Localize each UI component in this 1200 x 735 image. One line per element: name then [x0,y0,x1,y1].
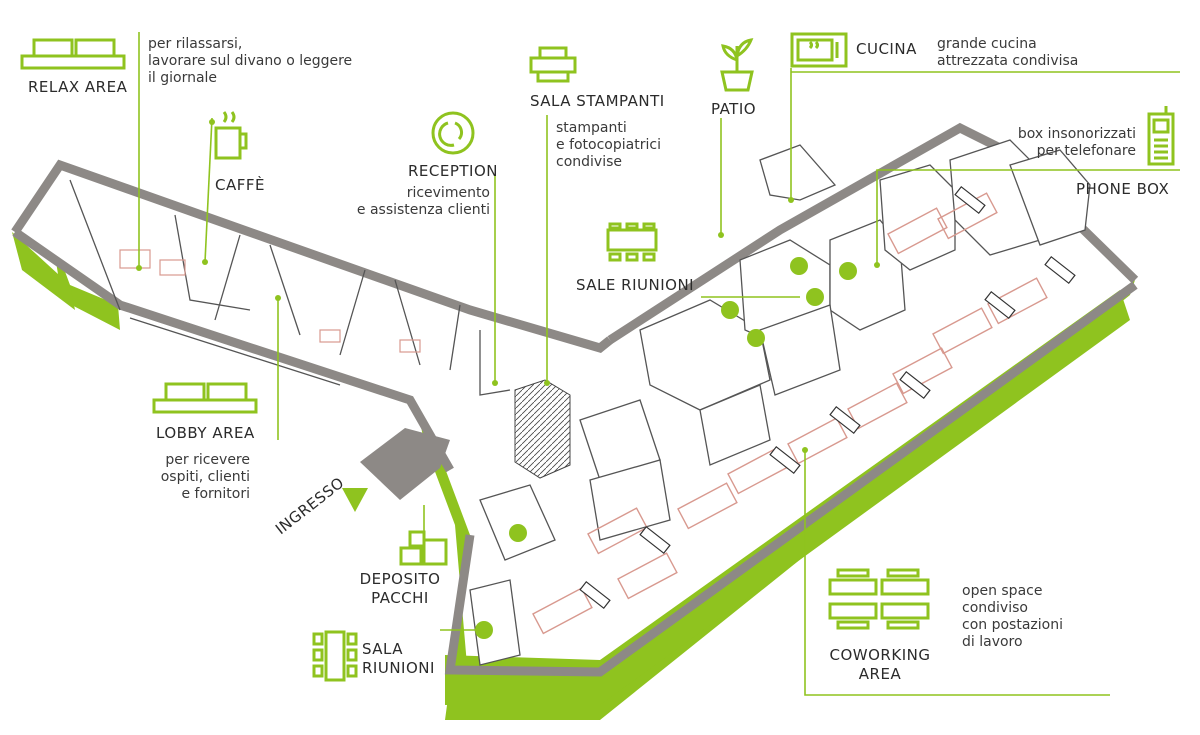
printer-room-hatch [514,379,571,479]
caffe-title: CAFFÈ [215,176,265,194]
relax-area-title: RELAX AREA [28,78,128,96]
sale-riunioni-title: SALE RIUNIONI [576,276,695,294]
desks-icon [828,568,930,630]
sala-stampanti-title: SALA STAMPANTI [530,92,665,110]
phone-icon [1147,106,1175,166]
outer-wall-left-wing [11,159,613,353]
facade-left-wing [12,232,120,330]
reception-icon [431,111,475,155]
cucina-title: CUCINA [856,40,917,58]
phone-box-title: PHONE BOX [1076,180,1170,198]
outer-wall-south-wing [444,281,1138,677]
meeting-table-icon [312,630,358,682]
entrance-ramp [360,428,450,500]
printer-icon [529,46,577,83]
plant-icon [720,38,754,92]
coffee-cup-icon [214,111,248,160]
sofa-icon [20,38,126,70]
facade-south-wall-strip [445,290,1130,705]
meeting-table-icon [606,222,658,262]
reception-title: RECEPTION [408,162,499,180]
lobby-area-title: LOBBY AREA [156,424,255,442]
microwave-icon [790,32,848,68]
leader-lines [138,32,1180,696]
boxes-icon [399,530,448,566]
entrance-arrow-icon [342,488,368,512]
sofa-icon [152,382,258,414]
relax-area-description: per rilassarsi,lavorare sul divano o leg… [148,36,353,86]
patio-title: PATIO [711,100,757,118]
